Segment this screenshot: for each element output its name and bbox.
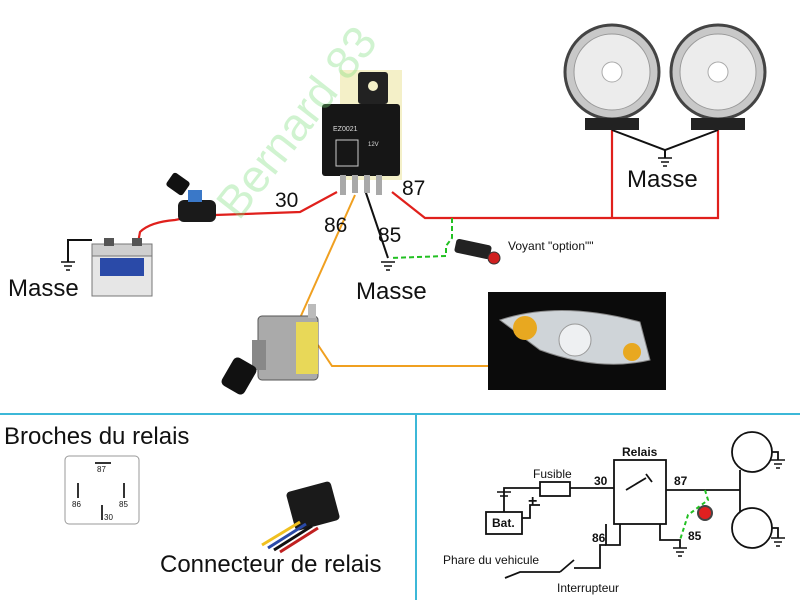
masse-battery-label: Masse (8, 275, 79, 302)
schematic-pin-85: 85 (688, 529, 702, 543)
section-dividers (0, 413, 800, 600)
relay-pins-title: Broches du relais (4, 423, 190, 450)
relay-image (322, 70, 402, 195)
indicator-lamp-image (454, 238, 501, 265)
schematic-lines (485, 431, 779, 579)
pin-87-label: 87 (402, 177, 426, 200)
relay-voltage-text: 12V (368, 142, 379, 148)
toggle-switch-image (221, 304, 319, 395)
indicator-label: Voyant "option"" (508, 239, 594, 253)
schematic-switch-label: Interrupteur (557, 581, 620, 595)
ground-symbols-top (61, 157, 672, 271)
orange-wires (299, 194, 495, 367)
schematic-indicator-lamp (697, 505, 713, 521)
black-wires (67, 129, 719, 262)
fuse-holder (166, 172, 216, 222)
pin-30-label: 30 (275, 189, 299, 212)
schematic-indicator-wire (679, 489, 710, 541)
schematic-pin-86: 86 (592, 531, 606, 545)
connector-caption: Connecteur de relais (160, 551, 382, 578)
fog-lights-image (563, 23, 767, 130)
schematic-fuse-label: Fusible (533, 467, 572, 481)
pin-label-86: 86 (72, 500, 81, 509)
relay-model-text: EZ0021 (333, 126, 358, 133)
schematic-headlight-label: Phare du vehicule (443, 553, 540, 567)
schematic-pin-30: 30 (594, 474, 608, 488)
pin-label-85: 85 (119, 500, 128, 509)
masse-relay-label: Masse (356, 278, 427, 305)
relay-pin-diagram (64, 455, 140, 525)
pin-85-label: 85 (378, 224, 402, 247)
red-wires (136, 130, 720, 244)
relay-connector-image (261, 481, 340, 554)
masse-lights-label: Masse (627, 166, 698, 193)
schematic-relay-title: Relais (622, 445, 658, 459)
schematic-battery-label: Bat. (492, 516, 515, 530)
schematic-pin-87: 87 (674, 474, 688, 488)
schematic-grounds (497, 459, 785, 557)
car-headlight-image (488, 292, 666, 390)
battery-image (91, 238, 153, 297)
pin-label-87: 87 (97, 465, 106, 474)
indicator-wire (389, 218, 453, 259)
pin-86-label: 86 (324, 214, 348, 237)
schematic-plus-sign: + (528, 493, 538, 510)
pin-label-30: 30 (104, 513, 113, 522)
